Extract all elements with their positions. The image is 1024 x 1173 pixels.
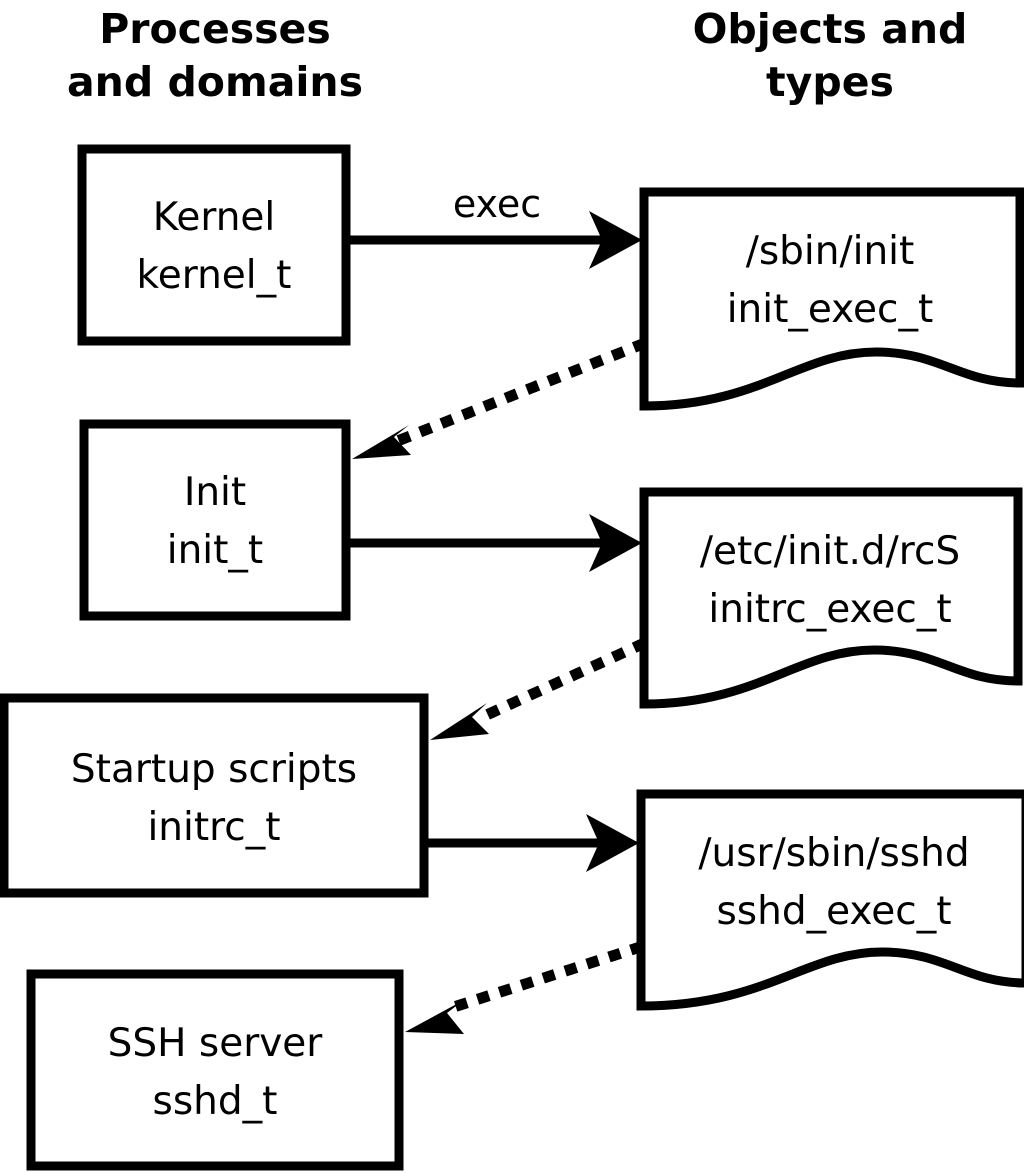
node-initrc-exec-document-shape[interactable] <box>639 487 1023 709</box>
node-initrc-exec[interactable]: /etc/init.d/rcS initrc_exec_t <box>639 487 1023 709</box>
node-ssh-server-line2: sshd_t <box>153 1079 278 1124</box>
node-kernel-line2: kernel_t <box>137 253 292 298</box>
edge-initrc-exec-transition-initrc <box>430 637 648 740</box>
node-init-exec[interactable]: /sbin/init init_exec_t <box>639 187 1024 411</box>
node-startup-scripts[interactable]: Startup scripts initrc_t <box>0 693 429 898</box>
node-initrc-exec-line2: initrc_exec_t <box>708 587 951 632</box>
node-init-box[interactable] <box>79 419 351 621</box>
arrow-head-icon <box>430 703 489 740</box>
arrow-head-icon <box>589 514 642 572</box>
edge-line <box>453 941 644 1012</box>
node-ssh-server-box[interactable] <box>26 969 404 1171</box>
node-sshd-exec-line1: /usr/sbin/sshd <box>698 831 969 876</box>
node-sshd-exec[interactable]: /usr/sbin/sshd sshd_exec_t <box>636 789 1024 1011</box>
node-sshd-exec-line2: sshd_exec_t <box>716 889 951 934</box>
node-init[interactable]: Init init_t <box>79 419 351 621</box>
edge-init-exec-transition-init <box>352 337 648 459</box>
node-init-line1: Init <box>184 470 246 515</box>
node-init-exec-document-shape[interactable] <box>639 187 1024 411</box>
node-init-exec-line1: /sbin/init <box>746 229 915 274</box>
node-startup-scripts-line2: initrc_t <box>147 805 280 850</box>
arrow-head-icon <box>405 1000 464 1034</box>
edge-kernel-exec-init-exec: exec <box>350 182 642 269</box>
node-sshd-exec-document-shape[interactable] <box>636 789 1024 1011</box>
edge-label-exec: exec <box>453 182 541 226</box>
column-header-objects-line2: types <box>766 58 894 106</box>
edge-line <box>472 637 648 726</box>
column-header-objects-line1: Objects and <box>693 5 968 53</box>
edge-sshd-exec-transition-sshd <box>405 941 644 1034</box>
node-ssh-server[interactable]: SSH server sshd_t <box>26 969 404 1171</box>
column-header-processes-line2: and domains <box>67 58 363 106</box>
node-initrc-exec-line1: /etc/init.d/rcS <box>700 529 960 574</box>
edge-init-exec-initrc-exec <box>350 514 642 572</box>
column-header-processes-line1: Processes <box>99 5 331 53</box>
node-startup-scripts-box[interactable] <box>0 693 429 898</box>
node-startup-scripts-line1: Startup scripts <box>71 747 357 792</box>
arrow-head-icon <box>352 425 411 459</box>
edge-initrc-exec-sshd-exec <box>428 814 639 872</box>
edge-line <box>392 337 648 448</box>
column-header-processes: Processes and domains <box>67 5 363 106</box>
arrow-head-icon <box>586 814 639 872</box>
column-header-objects: Objects and types <box>693 5 968 106</box>
node-kernel-box[interactable] <box>77 144 351 346</box>
node-ssh-server-line1: SSH server <box>108 1021 324 1066</box>
arrow-head-icon <box>589 211 642 269</box>
node-kernel-line1: Kernel <box>153 195 276 240</box>
node-init-line2: init_t <box>167 528 263 573</box>
node-kernel[interactable]: Kernel kernel_t <box>77 144 351 346</box>
node-init-exec-line2: init_exec_t <box>727 287 934 332</box>
